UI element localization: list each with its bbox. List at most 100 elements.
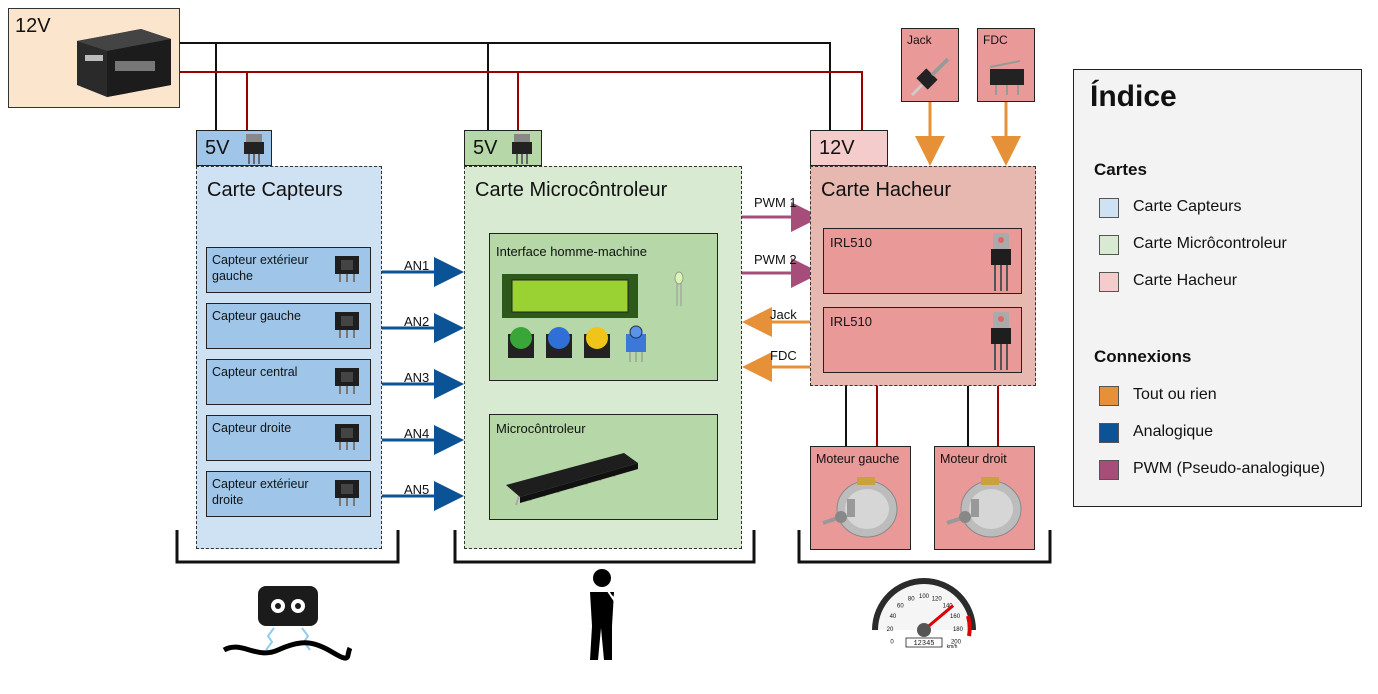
speed-tick-label: 100 xyxy=(919,594,930,600)
sensor-label: Capteur central xyxy=(212,365,298,379)
tor-signal-label: FDC xyxy=(770,348,797,363)
motor-box: Moteur gauche xyxy=(810,446,911,550)
legend-card-swatch xyxy=(1099,235,1119,255)
speed-tick-label: 60 xyxy=(897,604,904,610)
sensor-row: Capteur extérieur gauche xyxy=(206,247,371,293)
sensor-row: Capteur gauche xyxy=(206,303,371,349)
mosfet-icon xyxy=(990,233,1012,296)
relay-sensor-icon xyxy=(333,310,361,338)
jack-plug-icon xyxy=(910,57,950,97)
jack-input-box: Jack xyxy=(901,28,959,102)
push-button-yellow-icon xyxy=(584,327,610,358)
legend-card-label: Carte Capteurs xyxy=(1133,198,1242,215)
push-button-blue-icon xyxy=(546,327,572,358)
potentiometer-icon xyxy=(626,325,646,362)
hacheur-regulator-label: 12V xyxy=(819,137,855,159)
legend-connection-swatch xyxy=(1099,386,1119,406)
mosfet-box: IRL510 xyxy=(823,307,1022,373)
legend-card-label: Carte Micrôcontroleur xyxy=(1133,235,1287,252)
sensor-row: Capteur central xyxy=(206,359,371,405)
legend-connection-label: PWM (Pseudo-analogique) xyxy=(1133,460,1326,477)
battery-icon xyxy=(77,29,171,97)
speed-tick-label: 20 xyxy=(887,627,894,633)
speed-tick-label: 0 xyxy=(890,640,894,646)
legend-title: Índice xyxy=(1090,80,1177,113)
sensor-label: Capteur extérieur gauche xyxy=(212,253,309,283)
capteurs-regulator-label: 5V xyxy=(205,137,230,159)
carte-capteurs-title: Carte Capteurs xyxy=(207,179,343,201)
analog-signal-label: AN2 xyxy=(404,314,430,329)
carte-micro-title: Carte Microcôntroleur xyxy=(475,179,668,201)
push-button-green-icon xyxy=(508,327,534,358)
speed-tick-label: 80 xyxy=(908,596,915,602)
legend-connection-label: Tout ou rien xyxy=(1133,386,1217,403)
legend-connection-swatch xyxy=(1099,423,1119,443)
micro-regulator-label: 5V xyxy=(473,137,498,159)
analog-signal-label: AN1 xyxy=(404,258,430,273)
mosfet-box: IRL510 xyxy=(823,228,1022,294)
battery-voltage-label: 12V xyxy=(15,15,51,37)
legend-cards-title: Cartes xyxy=(1094,160,1147,179)
speed-tick-label: 40 xyxy=(890,614,897,620)
legend-connection-swatch xyxy=(1099,460,1119,480)
dc-motor-icon xyxy=(817,471,905,552)
fdc-input-label: FDC xyxy=(983,33,1008,47)
fdc-input-box: FDC xyxy=(977,28,1035,102)
sensor-label: Capteur gauche xyxy=(212,309,301,323)
mcu-box: Microcôntroleur xyxy=(489,414,718,520)
bottom-brackets xyxy=(175,530,1052,564)
power-rail-red xyxy=(180,71,863,130)
sensor-row: Capteur extérieur droite xyxy=(206,471,371,517)
relay-sensor-icon xyxy=(333,366,361,394)
line-sensor-icon xyxy=(222,586,352,661)
relay-sensor-icon xyxy=(333,254,361,282)
mosfet-icon xyxy=(990,312,1012,375)
legend-connections-title: Connexions xyxy=(1094,347,1192,366)
mosfet-label: IRL510 xyxy=(830,235,872,250)
battery-box: 12V xyxy=(8,8,180,108)
pwm-arrows xyxy=(742,202,821,288)
analog-arrows xyxy=(371,257,464,511)
sensor-row: Capteur droite xyxy=(206,415,371,461)
dc-motor-icon xyxy=(941,471,1029,552)
speed-tick-label: 180 xyxy=(953,627,964,633)
micro-regulator-tab: 5V xyxy=(464,130,542,166)
limit-switch-icon xyxy=(989,60,1024,95)
legend-card-label: Carte Hacheur xyxy=(1133,272,1238,289)
ihm-components-icon xyxy=(502,271,684,362)
speed-tick-label: 200 xyxy=(951,640,962,646)
mcu-label: Microcôntroleur xyxy=(496,421,586,436)
relay-sensor-icon xyxy=(333,478,361,506)
sensor-label: Capteur extérieur droite xyxy=(212,477,309,507)
analog-signal-label: AN4 xyxy=(404,426,430,441)
motor-label: Moteur gauche xyxy=(816,452,900,466)
hacheur-regulator-tab: 12V xyxy=(810,130,888,166)
speed-tick-label: 140 xyxy=(943,604,954,610)
microcontroller-chip-icon xyxy=(506,453,638,506)
voltage-regulator-icon xyxy=(512,134,532,164)
legend-card-swatch xyxy=(1099,272,1119,292)
pwm-signal-label: PWM 2 xyxy=(754,252,797,267)
legend-connection-label: Analogique xyxy=(1133,423,1214,440)
analog-signal-label: AN3 xyxy=(404,370,430,385)
legend-card-swatch xyxy=(1099,198,1119,218)
odometer-value: 12345 xyxy=(913,640,934,648)
tor-arrows xyxy=(742,102,1021,382)
person-thinking-icon xyxy=(590,569,619,660)
jack-input-label: Jack xyxy=(907,33,932,47)
carte-hacheur-title: Carte Hacheur xyxy=(821,179,952,201)
ihm-box: Interface homme-machine xyxy=(489,233,718,381)
ihm-label: Interface homme-machine xyxy=(496,244,648,259)
motor-wires xyxy=(845,386,999,446)
capteurs-regulator-tab: 5V xyxy=(196,130,272,166)
voltage-regulator-icon xyxy=(244,134,264,164)
speed-tick-label: 120 xyxy=(932,596,943,602)
speed-unit: km/h xyxy=(947,644,958,650)
tor-signal-label: Jack xyxy=(770,307,797,322)
relay-sensor-icon xyxy=(333,422,361,450)
motor-box: Moteur droit xyxy=(934,446,1035,550)
lcd-display-icon xyxy=(502,274,638,318)
